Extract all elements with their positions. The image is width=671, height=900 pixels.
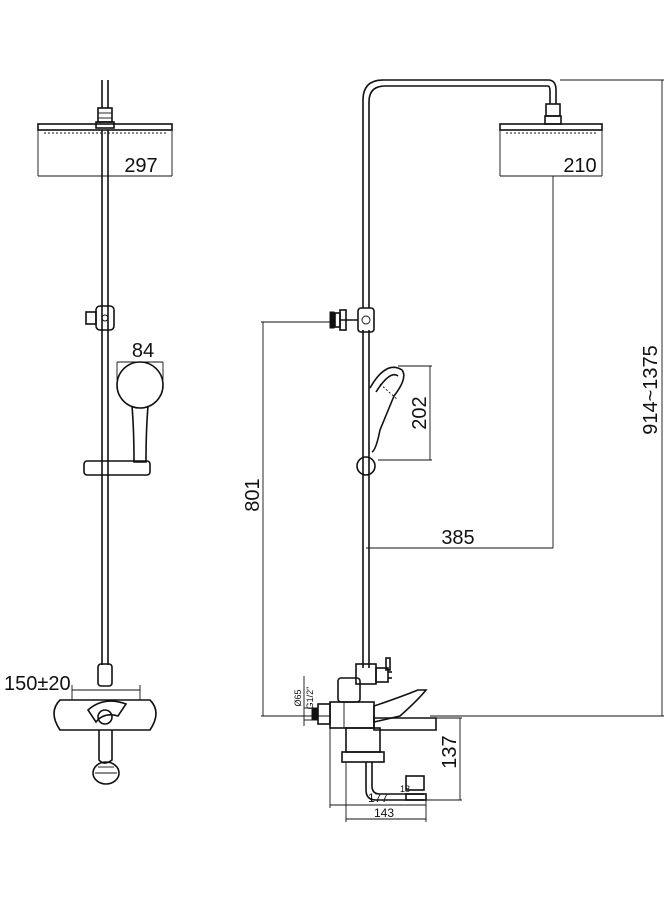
- front-shower-head: [37, 121, 173, 134]
- side-hook-height-label: 801: [242, 478, 264, 511]
- side-shower-head: [499, 115, 603, 134]
- side-spout-reach-label: 177: [368, 791, 388, 805]
- side-head-dimension: 210: [499, 130, 603, 177]
- front-mixer-valve: [53, 663, 157, 785]
- front-hand-shower-dimension: 84: [116, 340, 164, 380]
- front-head-dimension: 297: [37, 130, 173, 177]
- side-spout-reach-dimension: 177 143 18: [329, 728, 427, 822]
- side-inlet-thread-label: G1/2": [305, 687, 315, 710]
- front-top-connector: [97, 80, 113, 123]
- side-total-height-label: 914~1375: [640, 345, 662, 435]
- side-overhead-arm: [362, 79, 561, 308]
- front-view: 297 84: [4, 80, 173, 785]
- side-mixer-body: [311, 657, 437, 801]
- front-head-width-label: 297: [124, 155, 157, 177]
- side-projection-label: 385: [441, 527, 474, 549]
- front-hand-shower-width-label: 84: [132, 340, 154, 362]
- front-hand-shower: [83, 361, 164, 476]
- side-lower-riser: [362, 330, 370, 668]
- side-spout-small-label: 18: [400, 784, 410, 794]
- side-spout-reach-inner-label: 143: [374, 806, 394, 820]
- front-riser-pipe: [101, 130, 109, 665]
- front-hook-bracket: [85, 305, 115, 331]
- side-spout-drop-dimension: 137: [426, 717, 462, 801]
- side-hook-bracket: [329, 307, 375, 333]
- side-inlet-diameter-label: Ø65: [293, 689, 303, 706]
- side-total-height-dimension: 914~1375: [430, 79, 664, 717]
- side-inlet-labels: Ø65 G1/2": [293, 676, 315, 726]
- side-hand-shower: [356, 366, 405, 476]
- front-inlet-dimension: 150±20: [4, 673, 141, 700]
- side-spout-drop-label: 137: [439, 735, 461, 768]
- side-hand-shower-dimension: 202: [378, 365, 432, 461]
- side-head-width-label: 210: [563, 155, 596, 177]
- side-view: 210 202: [242, 79, 664, 822]
- side-hook-height-dimension: 801: [242, 321, 330, 717]
- front-inlet-spacing-label: 150±20: [4, 673, 71, 695]
- side-hand-shower-length-label: 202: [409, 396, 431, 429]
- side-projection-dimension: 385: [366, 527, 553, 549]
